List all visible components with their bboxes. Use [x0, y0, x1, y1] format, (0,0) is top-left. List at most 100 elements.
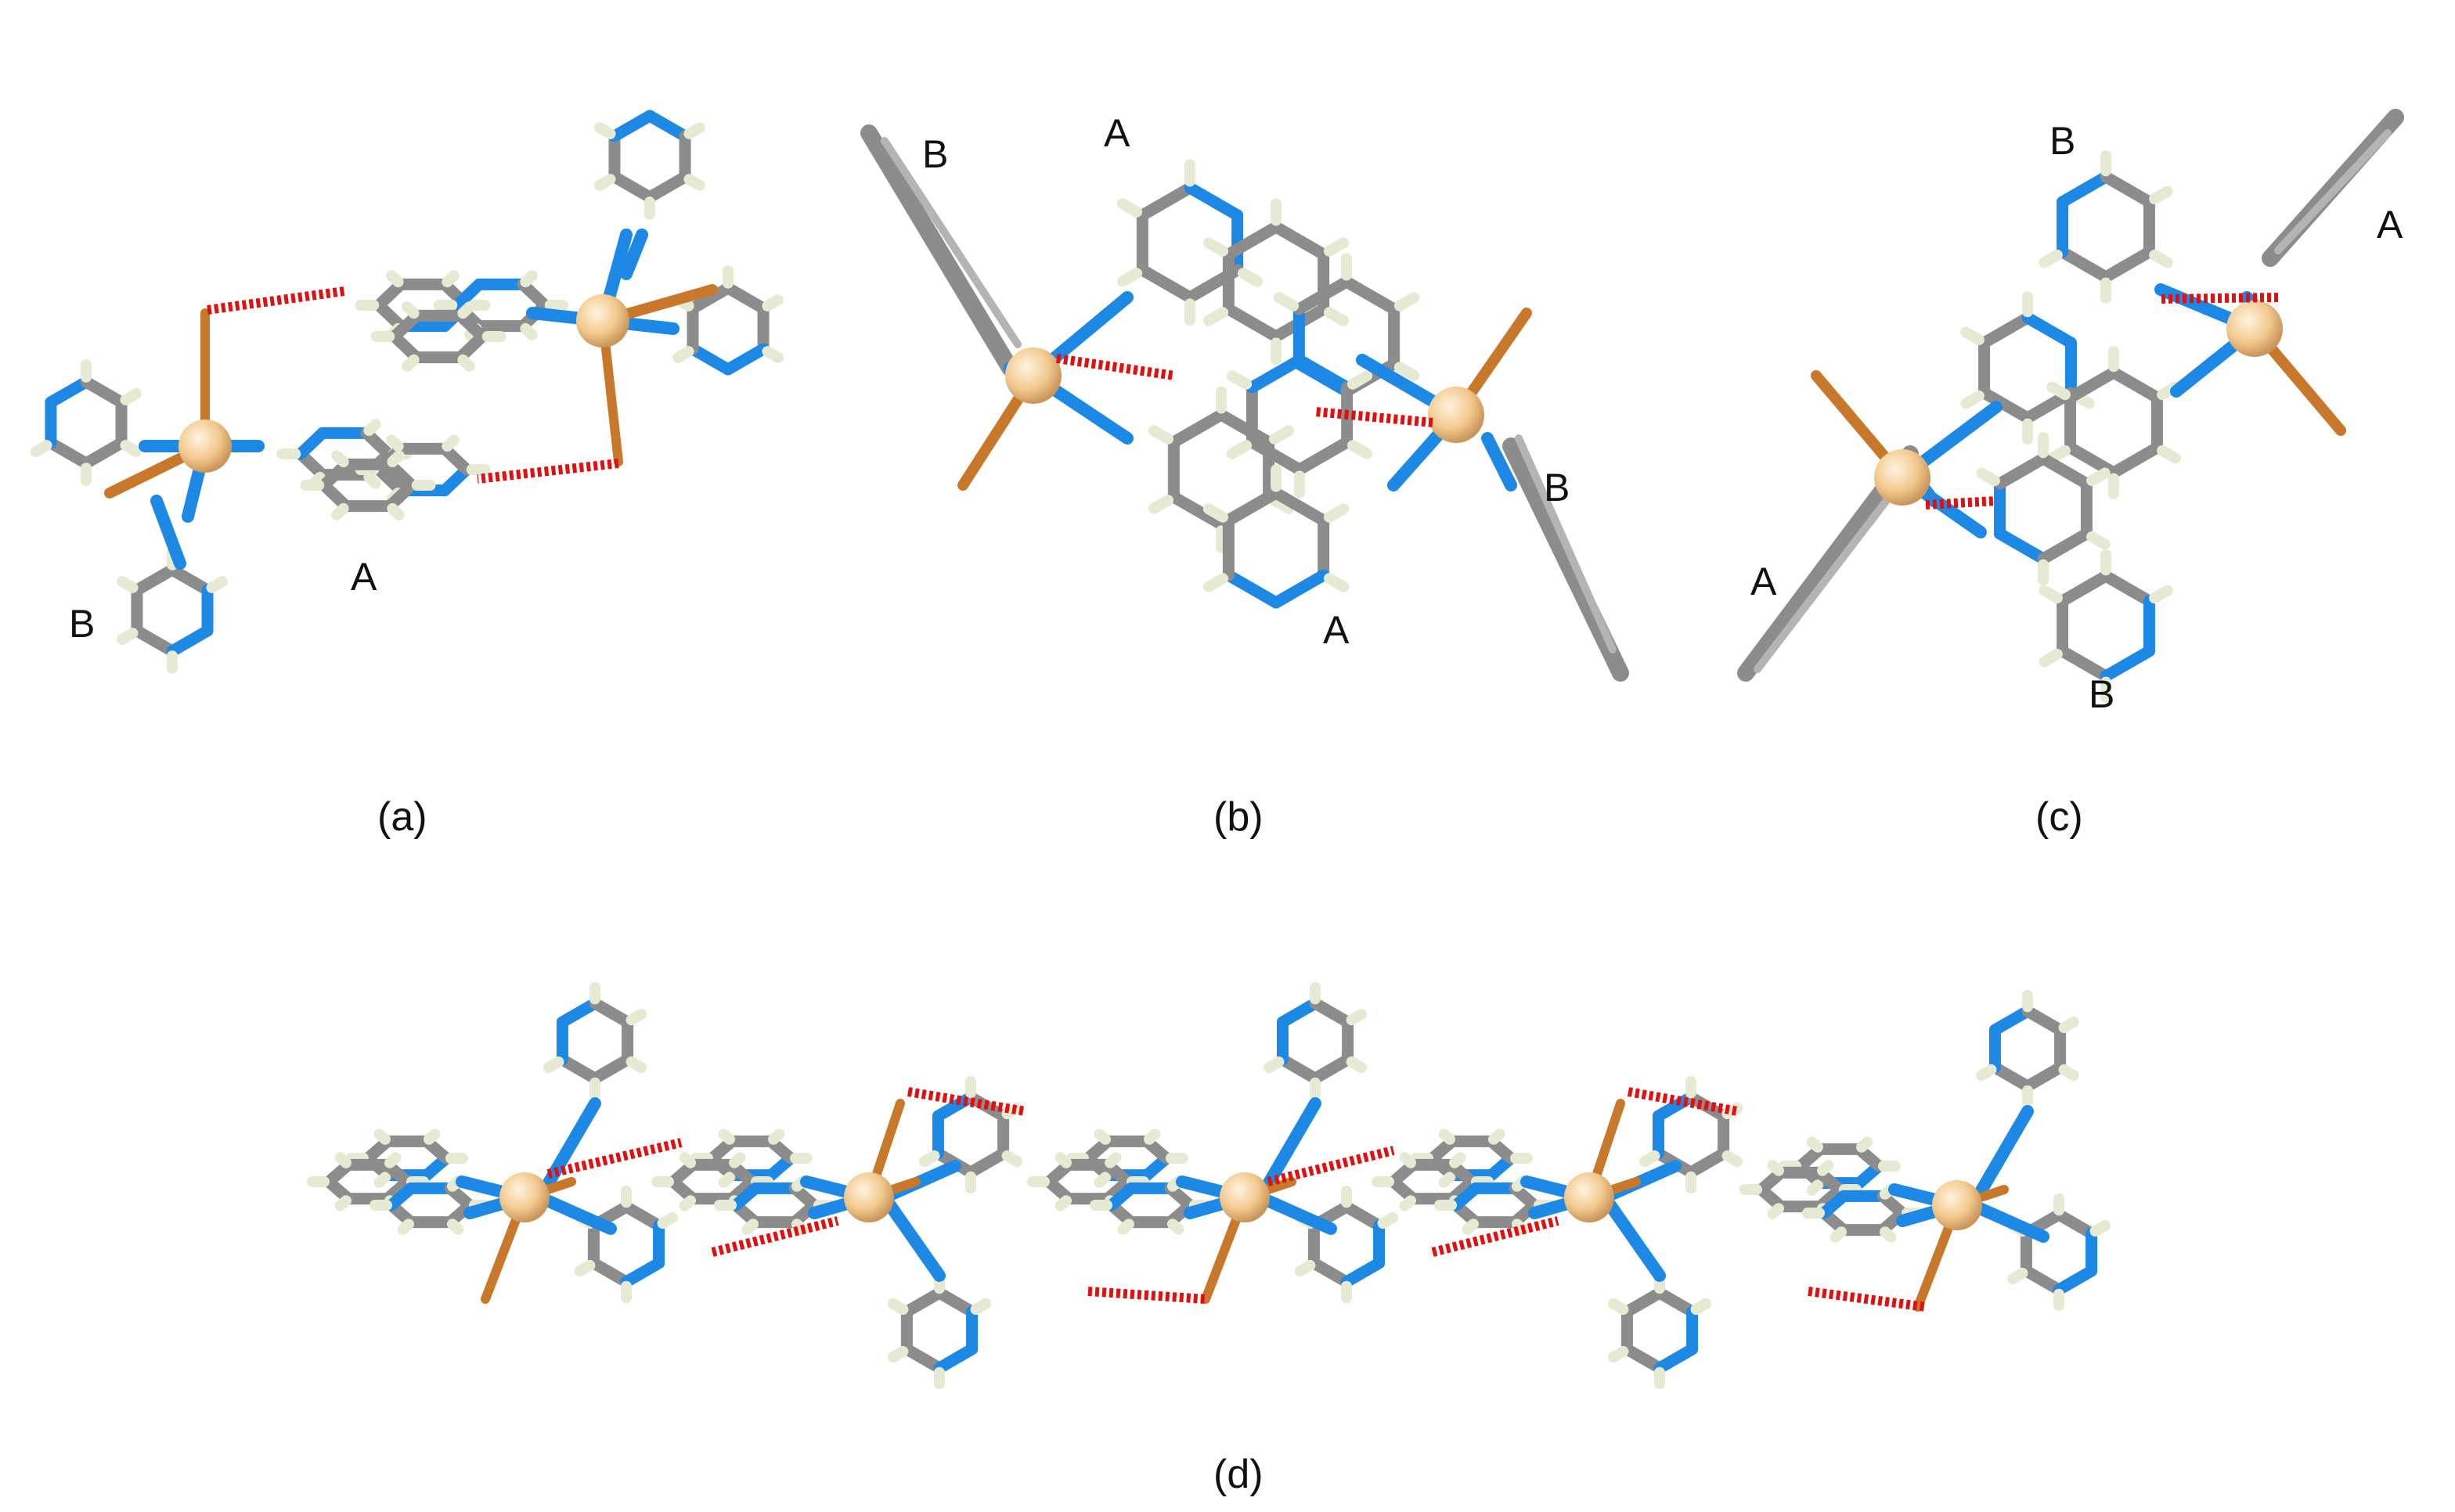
hydrogen-bond-stick	[1268, 425, 1295, 445]
bond	[1340, 275, 1401, 315]
hydrogen-bond-stick	[1148, 495, 1174, 514]
bond	[1481, 432, 1517, 491]
hydrogen-bond-stick	[1607, 1345, 1629, 1363]
bond	[2100, 645, 2155, 682]
hydrogen-bond-stick	[1488, 1129, 1505, 1145]
panel-a-ligand-label-A: A	[351, 555, 377, 599]
bond	[1292, 275, 1353, 315]
metal-atom	[1220, 1172, 1270, 1222]
hydrogen-bond-stick	[718, 1129, 735, 1145]
hydrogen-bond-stick	[1830, 1226, 1847, 1243]
hydrogen-bond-stick	[117, 628, 139, 645]
panel-d-chain-structure	[307, 981, 2111, 1390]
hydrogen-bond-contact	[1314, 407, 1433, 427]
hydrogen-bond-stick	[457, 354, 475, 372]
hydrogen-bond-stick	[1237, 268, 1264, 287]
bond	[1653, 1287, 1699, 1318]
bond	[384, 458, 418, 491]
hydrogen-bond-contact	[1056, 354, 1175, 380]
hydrogen-bond-stick	[1054, 1152, 1072, 1168]
bond	[1599, 1191, 1666, 1282]
hydrogen-bond-stick	[206, 576, 228, 593]
hydrogen-bond-stick	[718, 1172, 735, 1188]
bond	[1340, 1201, 1386, 1232]
bond	[1222, 303, 1282, 343]
metal-atom	[1874, 449, 1930, 506]
hydrogen-bond-stick	[1880, 1226, 1897, 1243]
bond	[1978, 311, 2034, 349]
hydrogen-bond-stick	[2039, 585, 2063, 604]
bond	[1246, 354, 1306, 394]
hydrogen-bond-stick	[1767, 1160, 1784, 1176]
hydrogen-bond-stick	[1117, 1219, 1134, 1235]
bond	[1988, 1061, 2034, 1093]
panel-c-ligand-label-A-left: A	[1750, 560, 1777, 603]
bond	[1994, 452, 2049, 490]
bond	[608, 110, 656, 142]
hydrogen-bond-stick	[1263, 1056, 1285, 1074]
bond	[2021, 1061, 2067, 1093]
bond	[150, 495, 186, 570]
hydrogen-bond-stick	[657, 1211, 679, 1229]
bond	[1246, 436, 1306, 476]
hydrogen-bond-stick	[1323, 237, 1350, 257]
hydrogen-bond-contact	[2160, 293, 2279, 304]
bond	[80, 437, 128, 470]
bond	[1309, 1053, 1354, 1085]
bond	[900, 1287, 946, 1318]
metal-atom	[499, 1172, 550, 1222]
panel-a-structure	[31, 110, 784, 674]
hydrogen-bond-stick	[2058, 1016, 2080, 1034]
hydrogen-bond-stick	[2149, 185, 2173, 205]
hydrogen-bond-stick	[1976, 467, 2000, 487]
hydrogen-bond-stick	[683, 174, 705, 191]
bond	[1653, 1343, 1699, 1374]
hydrogen-bond-stick	[1817, 1160, 1834, 1176]
hydrogen-bond-stick	[447, 1219, 464, 1235]
hydrogen-bond-stick	[363, 471, 381, 489]
hydrogen-bond-stick	[887, 1345, 909, 1363]
bond	[2100, 171, 2155, 208]
hydrogen-bond-stick	[2086, 467, 2111, 487]
bond	[1340, 1257, 1386, 1288]
hydrogen-bond-stick	[387, 450, 405, 468]
hydrogen-bond-stick	[1346, 370, 1373, 390]
hydrogen-bond-stick	[1323, 503, 1350, 523]
hydrogen-bond-stick	[768, 1129, 785, 1145]
bond	[2037, 527, 2093, 565]
bond	[1293, 354, 1354, 394]
hydrogen-bond-stick	[1323, 573, 1350, 592]
hydrogen-bond-stick	[363, 419, 381, 437]
hydrogen-bond-stick	[520, 270, 538, 288]
hydrogen-bond-stick	[1346, 440, 1373, 459]
panel-c-structure	[1737, 109, 2404, 703]
bond	[80, 376, 128, 409]
metal-atom	[1428, 387, 1484, 443]
hydrogen-bond-stick	[31, 440, 52, 457]
hydrogen-bond-stick	[387, 502, 405, 520]
metal-atom	[844, 1172, 894, 1222]
bond	[534, 1191, 617, 1235]
hydrogen-bond-stick	[741, 1219, 759, 1235]
bond	[589, 997, 634, 1028]
hydrogen-bond-stick	[625, 1008, 647, 1026]
hydrogen-bond-stick	[2039, 249, 2063, 268]
hydrogen-bond-stick	[1393, 292, 1420, 311]
hydrogen-bond-stick	[457, 301, 475, 319]
hydrogen-bond-contact	[1431, 1216, 1559, 1257]
hydrogen-bond-stick	[402, 354, 420, 372]
hydrogen-bond-stick	[334, 1152, 351, 1168]
hydrogen-bond-stick	[1202, 237, 1229, 257]
hydrogen-bond-stick	[1393, 362, 1420, 381]
bond	[454, 309, 488, 343]
hydrogen-bond-contact	[546, 1138, 683, 1179]
hydrogen-bond-stick	[1054, 1195, 1072, 1211]
hydrogen-bond-contact	[711, 1216, 839, 1257]
panel-c-ligand-label-B-bottom: B	[2089, 672, 2115, 716]
bond	[517, 278, 551, 311]
panel-b-ligand-label-B-left: B	[922, 132, 949, 176]
panel-a-ligand-label-B: B	[69, 602, 96, 646]
hydrogen-bond-stick	[2157, 445, 2181, 464]
bond	[534, 1097, 601, 1204]
bond	[1276, 1053, 1321, 1085]
